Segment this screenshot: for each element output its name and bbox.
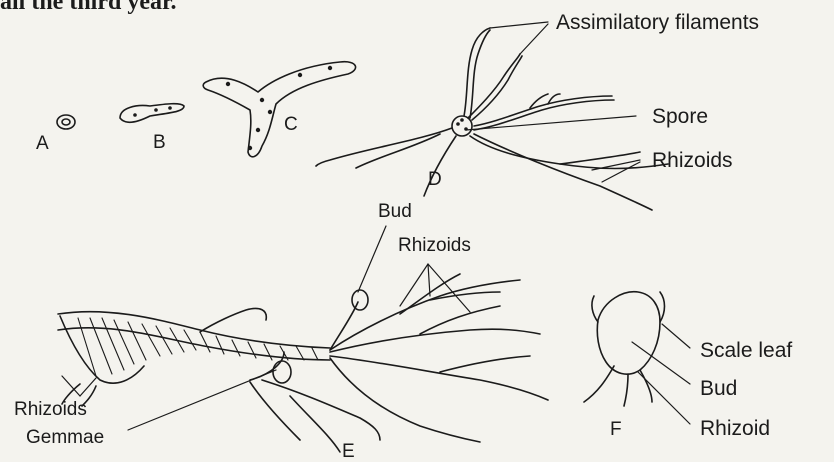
scale-leaf-label: Scale leaf (700, 340, 792, 361)
stage-b-letter: B (153, 133, 166, 152)
gemmae-label: Gemmae (26, 428, 104, 447)
stage-a-spore-drawing (57, 115, 75, 129)
stage-d-letter: D (428, 170, 442, 189)
bud-label-f: Bud (700, 378, 737, 399)
stage-e-gametophyte-drawing (58, 274, 548, 452)
assimilatory-filaments-label: Assimilatory filaments (556, 12, 759, 33)
bud-label-e: Bud (378, 202, 412, 221)
rhizoids-label-d: Rhizoids (652, 150, 733, 171)
label-leader-lines (62, 22, 690, 430)
rhizoid-label-f: Rhizoid (700, 418, 770, 439)
stage-b-germinating-spore-drawing (120, 104, 184, 123)
spore-label: Spore (652, 106, 708, 127)
stage-d-protonema-drawing (316, 28, 668, 210)
rhizoids-label-e-top: Rhizoids (398, 236, 471, 255)
stage-a-letter: A (36, 134, 49, 153)
stage-e-letter: E (342, 442, 355, 461)
stage-f-bud-drawing (584, 292, 665, 406)
rhizoids-label-e-left: Rhizoids (14, 400, 87, 419)
stage-f-letter: F (610, 420, 622, 439)
stage-c-protonema-drawing (203, 62, 355, 157)
stage-c-letter: C (284, 115, 298, 134)
caption-text: all the third year. (0, 0, 176, 14)
